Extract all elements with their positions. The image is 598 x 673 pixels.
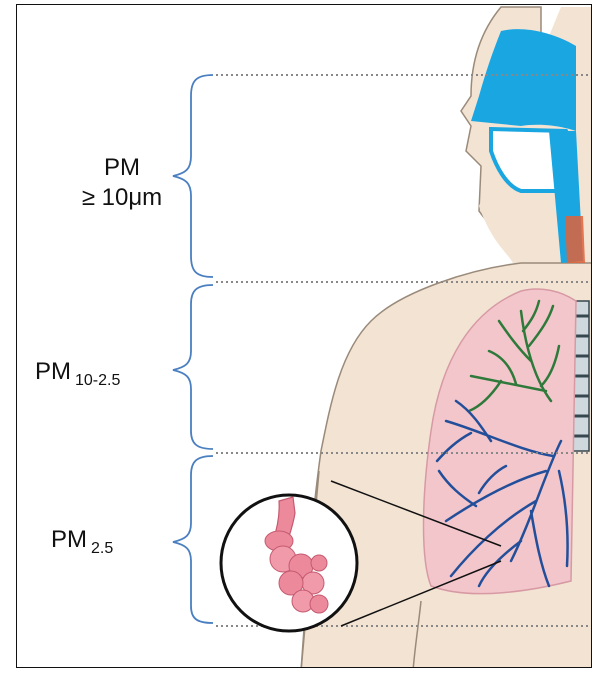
label-pm2.5: PM2.5	[51, 525, 113, 564]
label-pm2.5-sub: 2.5	[91, 540, 113, 557]
respiratory-diagram	[17, 5, 592, 668]
throat-red	[565, 216, 585, 263]
label-pm10-2.5: PM10-2.5	[35, 357, 120, 396]
label-pm10-2.5-main: PM	[35, 358, 71, 385]
label-pm10: PM ≥ 10μm	[57, 153, 187, 213]
label-pm10-2.5-sub: 10-2.5	[75, 372, 120, 389]
label-pm2.5-main: PM	[51, 526, 87, 553]
label-pm10-line2: ≥ 10μm	[57, 183, 187, 213]
label-pm10-line1: PM	[57, 153, 187, 183]
figure-frame: PM ≥ 10μm PM10-2.5 PM2.5	[16, 4, 592, 668]
